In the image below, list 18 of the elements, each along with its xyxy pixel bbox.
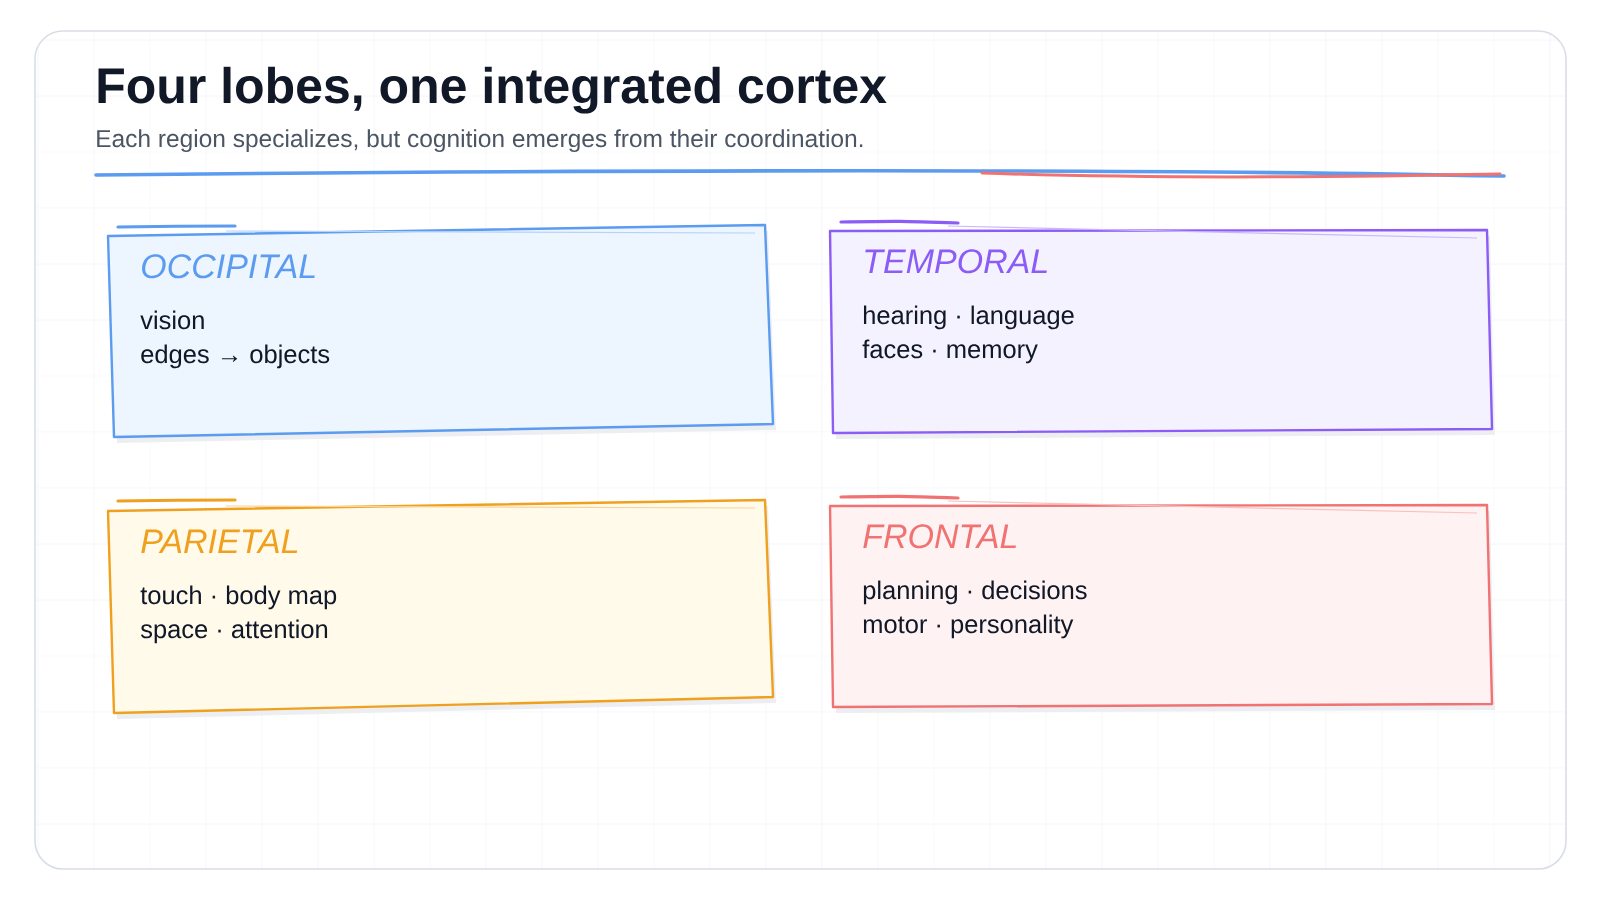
lobe-card [828,494,1495,713]
function-line: edges → objects [141,344,330,369]
subtitle: Each region specializes, but cognition emerges from their coordination. [97,129,863,153]
function-line: hearing · language [864,305,1074,330]
lobe-heading: TEMPORAL [865,249,1047,274]
lobe-heading: OCCIPITAL [142,254,315,279]
function-line: vision [140,310,204,330]
function-line: motor · personality [863,614,1074,639]
diagram-title: Four lobes, one integrated cortex [98,66,887,114]
function-line: space · attention [140,619,328,644]
lobe-heading: FRONTAL [863,524,1016,549]
function-line: faces · memory [862,339,1038,364]
function-line: touch · body map [140,585,337,610]
lobe-card [828,219,1495,439]
function-line: planning · decisions [863,580,1087,605]
lobe-card [106,223,776,443]
lobe-heading: PARIETAL [141,529,298,553]
lobe-card [106,498,776,719]
